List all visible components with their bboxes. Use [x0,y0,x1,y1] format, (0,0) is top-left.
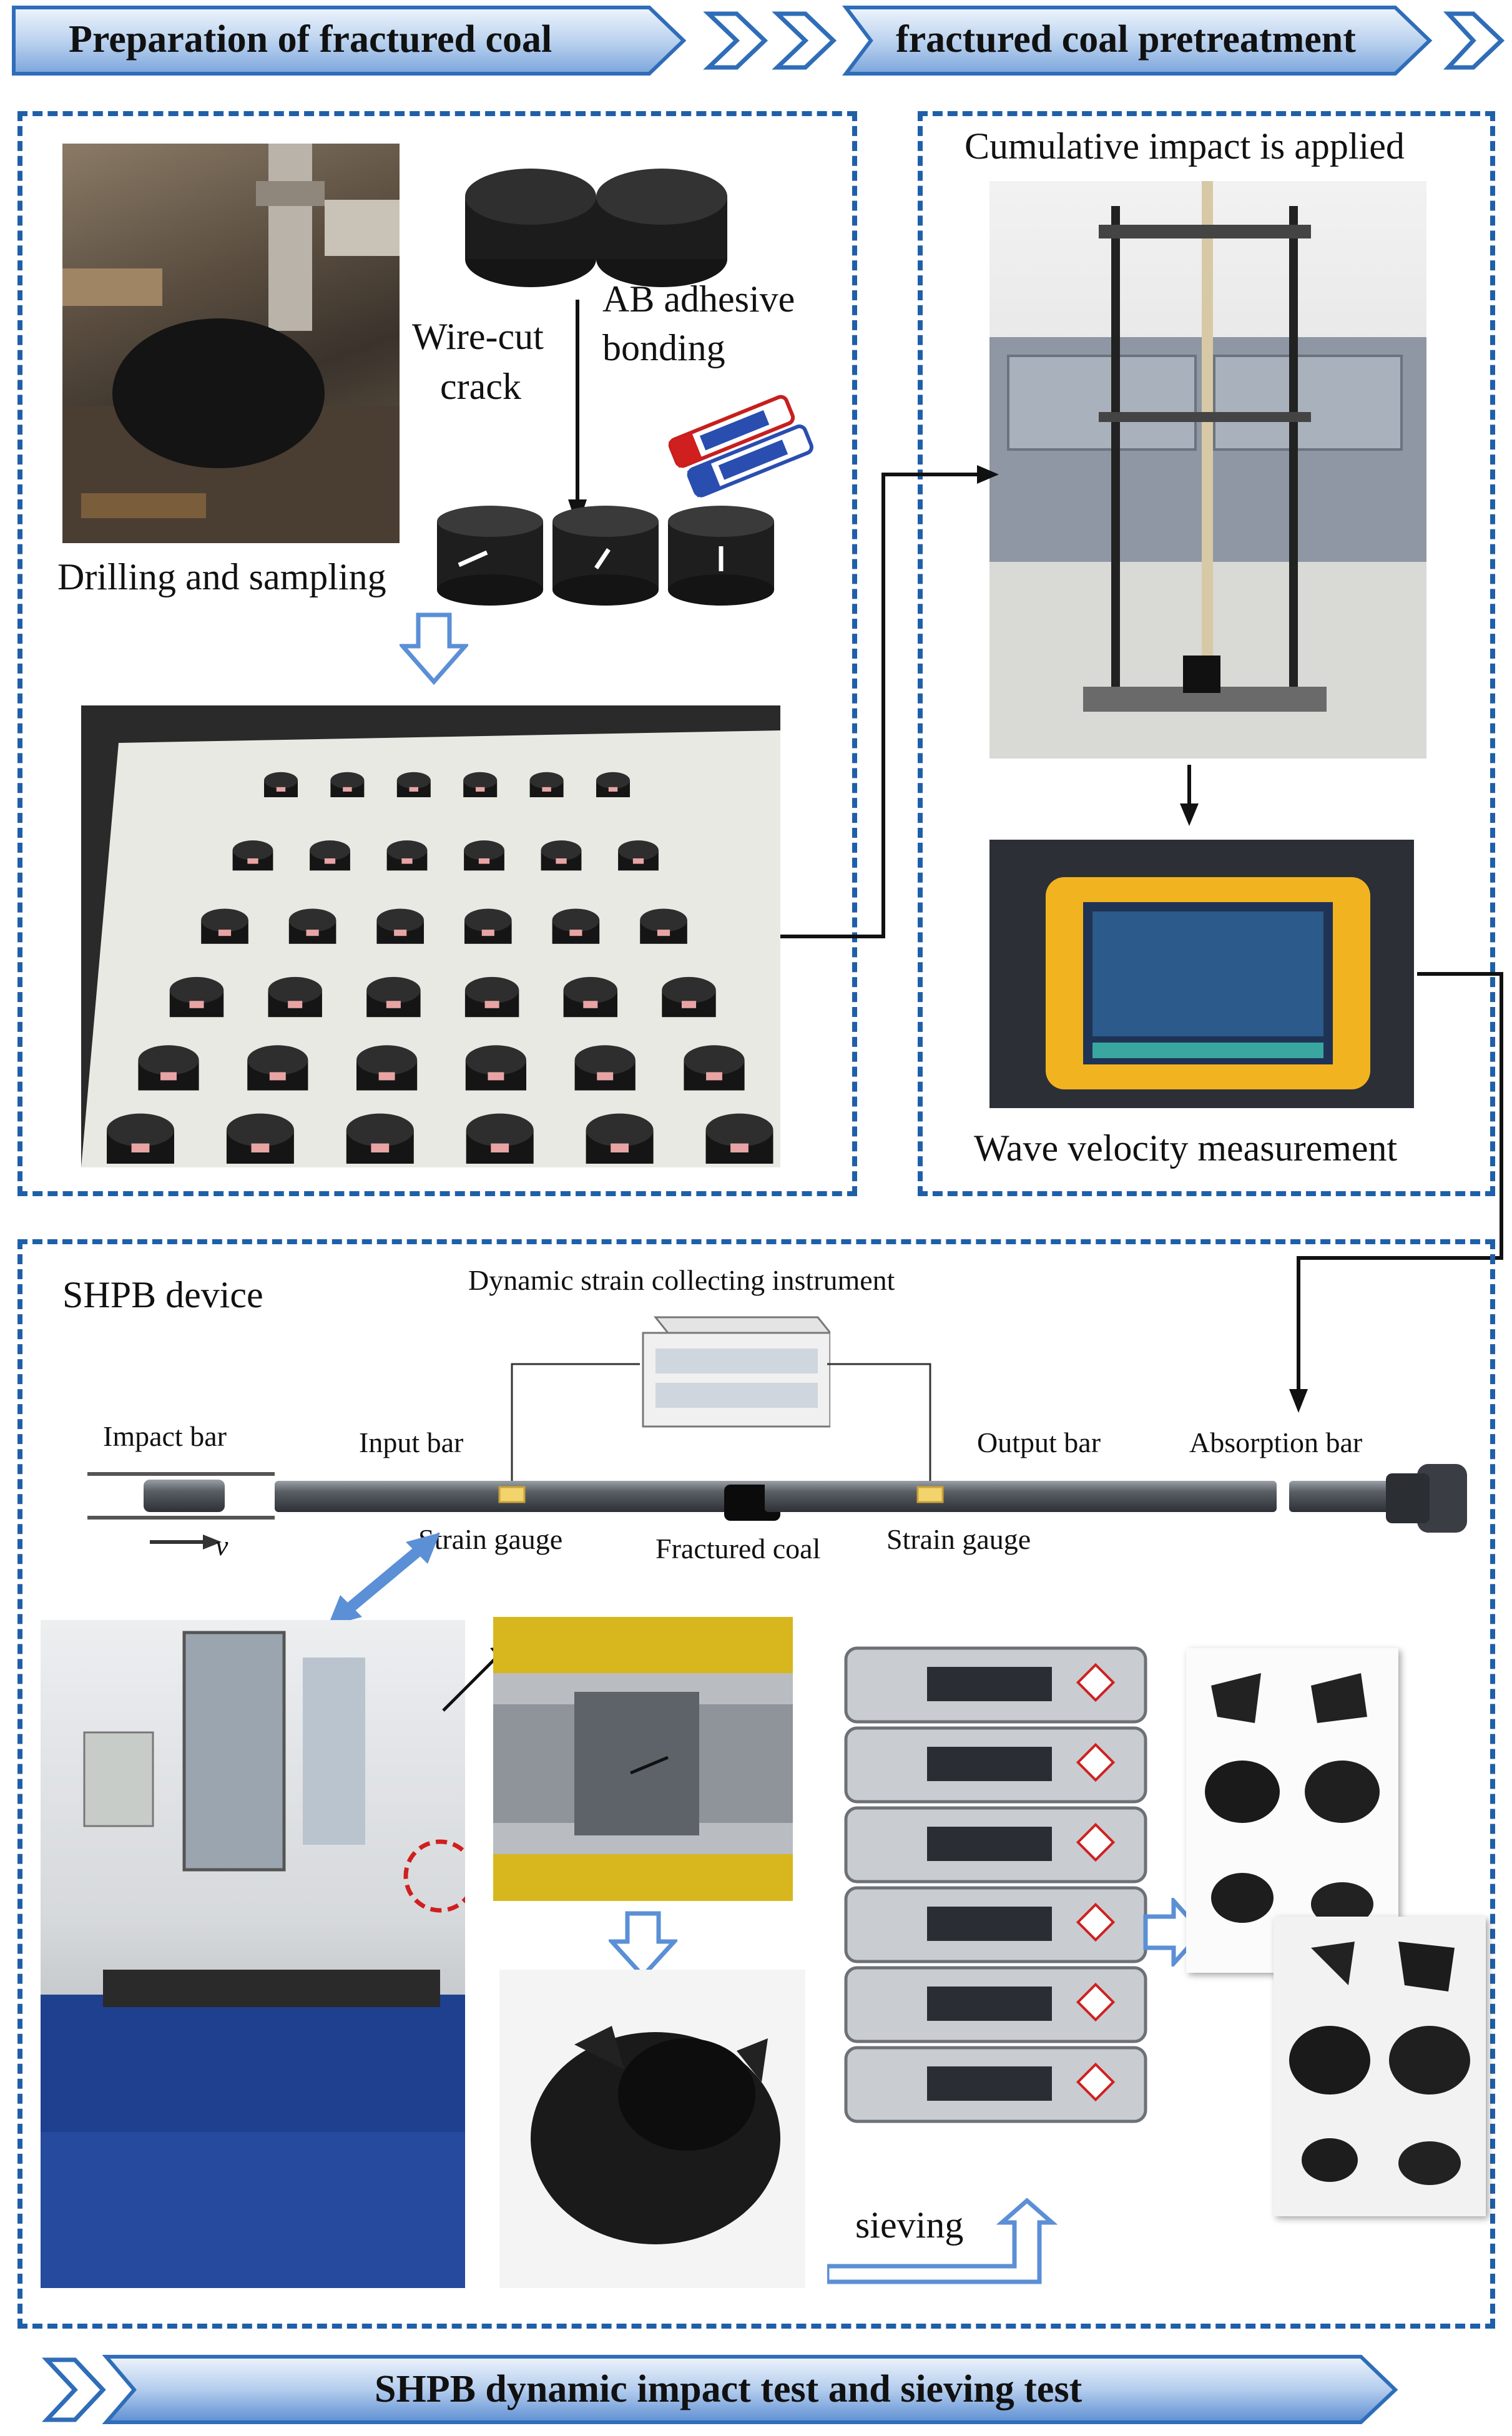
fragments-photo-1 [1186,1648,1398,1973]
ab-adhesive-label-1: AB adhesive [602,278,795,320]
bottom-banner-strip [41,2355,1398,2424]
arrow-down-icon-2 [1180,765,1199,826]
sieving-label: sieving [855,2204,964,2246]
connector-arrow-2 [1289,972,1503,1413]
cumulative-label: Cumulative impact is applied [965,125,1405,167]
shpb-panel [17,1239,1495,2329]
glue-tubes-icon [668,395,813,498]
wire-cut-label-2: crack [440,366,521,407]
shpb-title: SHPB device [62,1274,263,1315]
strain-instrument-icon [642,1316,830,1428]
shpb-lab-photo [41,1620,465,2288]
drop-weight-photo [989,181,1426,759]
double-arrow-icon [328,1533,440,1626]
wave-label: Wave velocity measurement [974,1127,1398,1169]
gauge-wires [511,1363,931,1495]
coal-discs-top [465,169,727,287]
bottom-banner-shape [102,2355,1398,2424]
velocity-arrow-icon [150,1535,222,1550]
instrument-label: Dynamic strain collecting instrument [468,1264,895,1296]
banner-left-text: Preparation of fractured coal [69,18,552,61]
output-bar-label: Output bar [977,1427,1101,1458]
drilling-photo [62,144,400,543]
banner-left-shape [12,6,687,76]
sieve-stack-photo [833,1623,1158,2185]
banner-right-text: fractured coal pretreatment [896,18,1356,61]
wave-velocity-photo [989,840,1414,1108]
pretreat-panel [918,111,1495,1196]
connector-arrow-1 [780,465,999,938]
specimen-closeup-photo [493,1617,793,1901]
strain-gauge-left-label: Strain gauge [418,1523,563,1555]
crushed-coal-photo [499,1970,805,2288]
velocity-label: v [215,1530,228,1561]
fractured-coal-label: Fractured coal [655,1533,821,1564]
cut-coal-discs [437,506,774,606]
hollow-arrow-down-icon-2 [609,1911,677,1979]
fragments-photo-2 [1274,1917,1486,2216]
ab-adhesive-label-2: bonding [602,327,725,368]
arrow-down-icon [568,300,587,528]
hollow-arrow-down-icon [400,612,468,685]
banner-right-shape [842,6,1433,76]
prep-panel [17,111,857,1196]
bottom-banner-text: SHPB dynamic impact test and sieving tes… [375,2368,1082,2410]
absorption-bar-label: Absorption bar [1189,1427,1363,1458]
wire-cut-label-1: Wire-cut [412,316,544,357]
strain-gauge-right-label: Strain gauge [886,1523,1031,1555]
sieving-arrow-icon [827,2198,1058,2284]
coal-samples-photo [81,705,780,1167]
shpb-bars [87,1464,1467,1533]
top-banner-strip [12,6,1505,76]
drilling-label: Drilling and sampling [57,556,386,597]
input-bar-label: Input bar [359,1427,464,1458]
impact-bar-label: Impact bar [103,1420,227,1452]
